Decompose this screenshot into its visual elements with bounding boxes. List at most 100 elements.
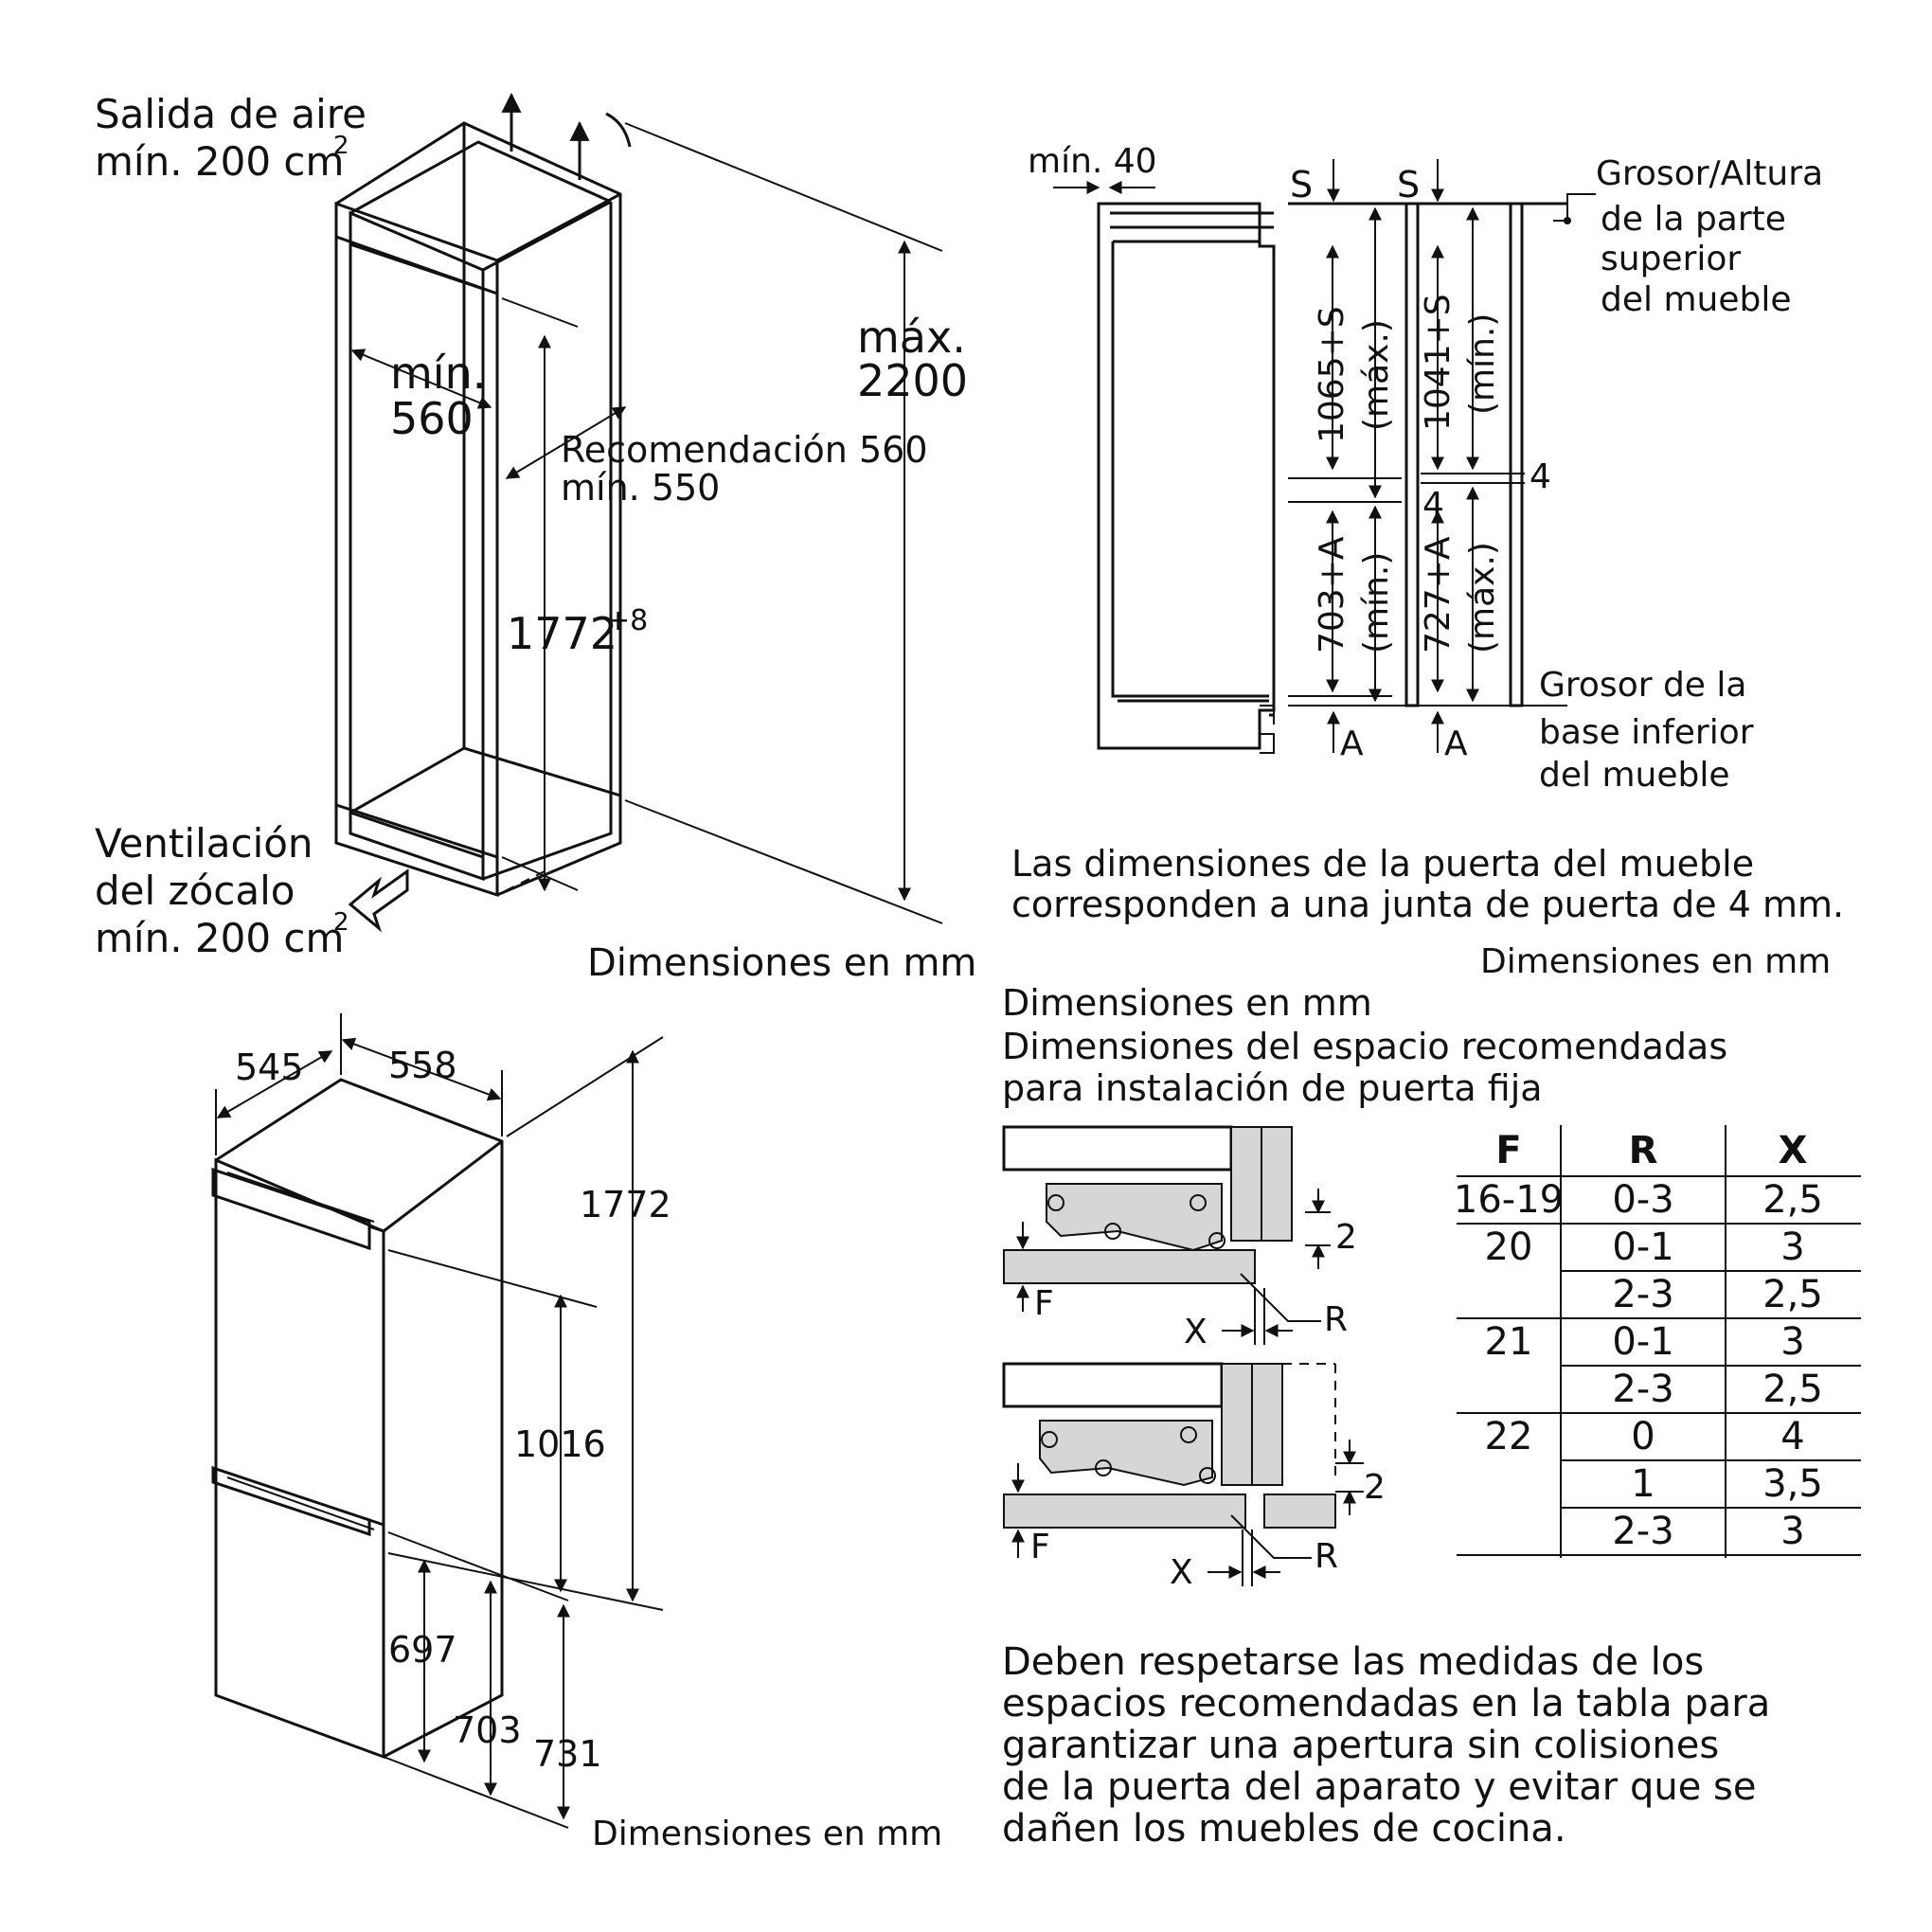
- a-label-2: A: [1444, 724, 1468, 763]
- table-cell: 3: [1780, 1320, 1804, 1364]
- hinge-pin-1c: [1190, 1194, 1207, 1211]
- r-label-2: R: [1315, 1537, 1338, 1576]
- height-ext-top: [506, 1036, 664, 1137]
- lower-max-note: (máx.): [1463, 542, 1502, 653]
- max-ext-bottom: [624, 799, 943, 924]
- table-cell: 20: [1485, 1225, 1533, 1269]
- section-feet: [1260, 705, 1275, 754]
- table-cell: 0-1: [1612, 1320, 1673, 1364]
- s-label-1: S: [1290, 164, 1313, 206]
- hinge-pin-2a: [1041, 1431, 1058, 1448]
- lower-max-value: 727+A: [1419, 536, 1458, 653]
- table-cell: 0-3: [1612, 1178, 1673, 1222]
- hinge-note-line2: espacios recomendadas en la tabla para: [1002, 1682, 1770, 1726]
- max-height-label: máx.: [857, 312, 966, 363]
- side-panel-2a: [1221, 1363, 1253, 1486]
- upper-max-value: 1065+S: [1313, 306, 1351, 443]
- depth-dim: [216, 1050, 333, 1118]
- two-label-1: 2: [1335, 1218, 1357, 1257]
- s-label-2: S: [1397, 164, 1420, 206]
- lower-door-ext: [387, 1531, 569, 1601]
- top-label-leader: [1553, 193, 1596, 222]
- table-cell: 3,5: [1762, 1462, 1823, 1506]
- height-ext-top: [501, 297, 579, 328]
- section-note-line2: corresponden a una junta de puerta de 4 …: [1011, 884, 1844, 925]
- adjacent-door-2: [1263, 1494, 1336, 1529]
- table-cell: 16-19: [1454, 1178, 1564, 1222]
- hinge-body-1: [1046, 1183, 1223, 1252]
- gap-label-right: 4: [1530, 457, 1551, 496]
- x-label-1: X: [1184, 1313, 1208, 1351]
- appliance-depth: 545: [235, 1046, 304, 1088]
- table-cell: 1: [1631, 1462, 1655, 1506]
- niche-cabinet: [334, 121, 622, 898]
- table-cell: 0: [1631, 1415, 1655, 1458]
- min-width-label: mín.: [390, 348, 486, 399]
- plinth-vent-arrow: [348, 868, 409, 933]
- door-1: [1003, 1249, 1256, 1284]
- top-label-dot: [1564, 217, 1571, 224]
- r-leader-1: [1240, 1273, 1321, 1322]
- table-cell: 21: [1485, 1320, 1533, 1364]
- r-leader-2: [1230, 1514, 1312, 1559]
- bottom-label-line3: del mueble: [1539, 756, 1729, 795]
- lower-min-value: 703+A: [1313, 536, 1351, 653]
- cabinet-top-2: [1002, 1362, 1224, 1408]
- top-label-line4: del mueble: [1601, 280, 1791, 319]
- x-label-2: X: [1170, 1553, 1193, 1592]
- door-panel-right: [1509, 202, 1524, 707]
- table-cell: 2,5: [1762, 1178, 1823, 1222]
- appliance-width: 558: [388, 1045, 457, 1086]
- lower-min-note: (mín.): [1357, 552, 1396, 653]
- air-outlet-line2: mín. 200 cm: [95, 138, 344, 185]
- table-cell: 2-3: [1612, 1273, 1673, 1316]
- hinge-title-line3: para instalación de puerta fija: [1002, 1067, 1543, 1109]
- bottom-label-line2: base inferior: [1539, 713, 1754, 752]
- min-gap-label: mín. 40: [1028, 142, 1157, 181]
- hinge-note-line3: garantizar una apertura sin colisiones: [1002, 1724, 1719, 1767]
- gap-label-left: 4: [1422, 486, 1444, 525]
- appliance-731: 731: [533, 1733, 602, 1775]
- max-ext-top: [624, 122, 943, 252]
- min-width-dim: [350, 349, 492, 409]
- plinth-vent-line3: mín. 200 cm: [95, 915, 344, 961]
- upper-min-note: (mín.): [1463, 313, 1502, 415]
- niche-units: Dimensiones en mm: [587, 941, 976, 985]
- table-cell: 0-1: [1612, 1225, 1673, 1269]
- side-panel-2b: [1251, 1363, 1283, 1486]
- hinge-drawing-1: 2 F X R: [1002, 1125, 1357, 1351]
- hinge-title-line2: Dimensiones del espacio recomendadas: [1002, 1026, 1727, 1067]
- hinge-pin-2d: [1199, 1467, 1216, 1484]
- max-height-value: 2200: [857, 355, 968, 406]
- bottom-label-line1: Grosor de la: [1539, 666, 1746, 705]
- door-seams: [226, 1172, 375, 1530]
- min-width-value: 560: [390, 393, 474, 444]
- height-ext-bottom: [501, 856, 579, 891]
- table-cell: 4: [1780, 1415, 1804, 1458]
- hinge-pin-2b: [1095, 1459, 1112, 1476]
- hinge-pin-1a: [1047, 1194, 1064, 1211]
- hinge-note-line4: de la puerta del aparato y evitar que se: [1002, 1765, 1756, 1809]
- recommendation-line2: mín. 550: [561, 467, 720, 509]
- niche-hidden-edges: [463, 747, 546, 896]
- hinge-drawing-2: 2 F X R: [1002, 1362, 1386, 1592]
- niche-panel: Salida de aire mín. 200 cm 2 mín. 560 Re…: [95, 91, 976, 985]
- f-label-1: F: [1034, 1284, 1054, 1323]
- side-panel-1b: [1261, 1126, 1293, 1242]
- hinge-pin-1b: [1104, 1223, 1121, 1240]
- a-label-1: A: [1340, 724, 1364, 763]
- section-appliance: [1097, 202, 1276, 750]
- upper-door-ext: [387, 1249, 598, 1308]
- appliance-697: 697: [388, 1629, 457, 1671]
- hinge-body-2: [1039, 1420, 1213, 1487]
- air-outlet-line1: Salida de aire: [95, 91, 367, 137]
- height-ext-bottom: [387, 1552, 664, 1611]
- table-cell: 2-3: [1612, 1368, 1673, 1411]
- appliance-panel: 545 558 1772 1016 697 703 731 Dimensione…: [211, 1013, 942, 1853]
- air-curve: [605, 112, 632, 148]
- hinge-title-line1: Dimensiones en mm: [1002, 982, 1372, 1024]
- upper-min-value: 1041+S: [1419, 294, 1458, 431]
